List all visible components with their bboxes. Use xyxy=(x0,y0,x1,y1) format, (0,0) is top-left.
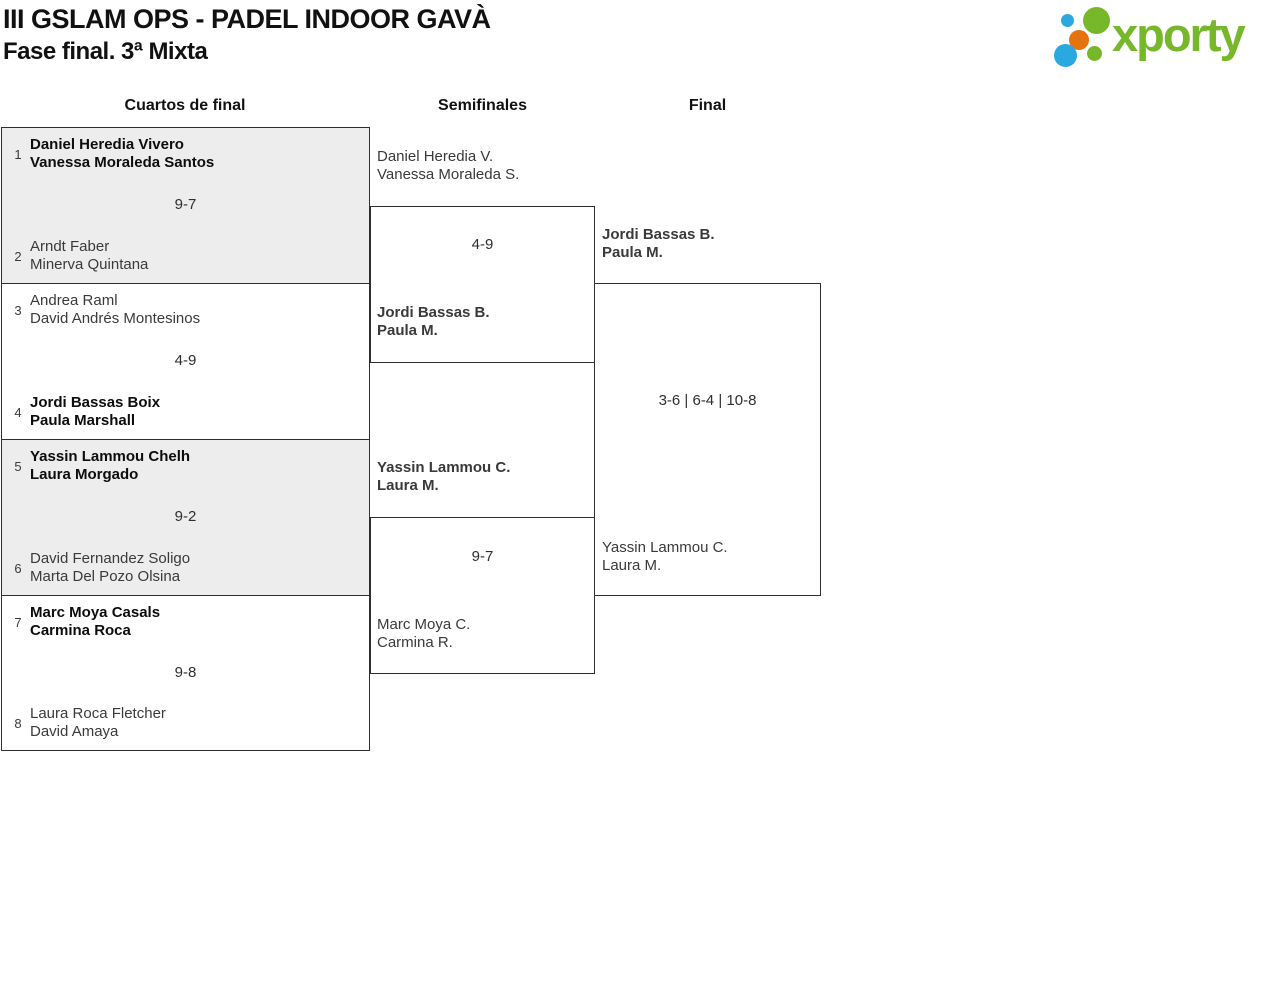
page-title: III GSLAM OPS - PADEL INDOOR GAVÀ xyxy=(3,4,491,34)
sf2-team-b: Marc Moya C. Carmina R. xyxy=(377,616,470,652)
player-name: Andrea Raml xyxy=(30,292,118,309)
sf1-team-b: Jordi Bassas B. Paula M. xyxy=(377,304,490,340)
player-name: Jordi Bassas B. xyxy=(377,304,490,321)
seed-number: 6 xyxy=(14,560,22,576)
seed-number: 8 xyxy=(14,715,22,731)
blue-dot-small-icon xyxy=(1061,14,1074,27)
player-name: Laura Roca Fletcher xyxy=(30,705,166,722)
seed-number: 4 xyxy=(14,404,22,420)
qf-match-1: 1 Daniel Heredia Vivero Vanessa Moraleda… xyxy=(1,127,370,284)
player-name: Jordi Bassas B. xyxy=(602,226,715,243)
team-row: 7 Marc Moya Casals Carmina Roca xyxy=(2,604,369,640)
player-name: Carmina R. xyxy=(377,634,453,651)
seed-number: 2 xyxy=(14,248,22,264)
team-pair: Arndt Faber Minerva Quintana xyxy=(30,238,148,274)
green-dot-large-icon xyxy=(1083,7,1110,34)
team-pair: Jordi Bassas Boix Paula Marshall xyxy=(30,394,160,430)
player-name: Jordi Bassas Boix xyxy=(30,394,161,411)
final-team-b: Yassin Lammou C. Laura M. xyxy=(602,539,728,575)
match-score: 4-9 xyxy=(174,352,197,369)
seed-number: 7 xyxy=(14,614,22,630)
final-score: 3-6 | 6-4 | 10-8 xyxy=(658,392,757,409)
column-header-final: Final xyxy=(688,97,727,114)
green-dot-small-icon xyxy=(1087,46,1102,61)
seed-number: 5 xyxy=(14,458,22,474)
brand-wordmark: xporty xyxy=(1112,8,1246,61)
player-name: Paula Marshall xyxy=(30,412,136,429)
final-team-a: Jordi Bassas B. Paula M. xyxy=(602,226,715,262)
player-name: Daniel Heredia Vivero xyxy=(30,136,184,153)
page-subtitle: Fase final. 3ª Mixta xyxy=(3,38,208,65)
team-pair: Marc Moya Casals Carmina Roca xyxy=(30,604,160,640)
player-name: Vanessa Moraleda S. xyxy=(377,166,520,183)
player-name: David Amaya xyxy=(30,723,119,740)
column-header-semifinals: Semifinales xyxy=(438,97,527,114)
player-name: Laura Morgado xyxy=(30,466,139,483)
player-name: Marc Moya Casals xyxy=(30,604,161,621)
team-row: 1 Daniel Heredia Vivero Vanessa Moraleda… xyxy=(2,136,369,172)
player-name: Paula M. xyxy=(377,322,438,339)
match-score: 9-7 xyxy=(174,196,197,213)
seed-number: 3 xyxy=(14,302,22,318)
player-name: Minerva Quintana xyxy=(30,256,149,273)
team-row: 5 Yassin Lammou Chelh Laura Morgado xyxy=(2,448,369,484)
team-pair: Andrea Raml David Andrés Montesinos xyxy=(30,292,200,328)
player-name: Marta Del Pozo Olsina xyxy=(30,568,181,585)
player-name: Yassin Lammou C. xyxy=(377,459,511,476)
blue-dot-large-icon xyxy=(1054,44,1077,67)
qf-match-3: 5 Yassin Lammou Chelh Laura Morgado 9-2 … xyxy=(1,439,370,596)
player-name: Laura M. xyxy=(377,477,439,494)
player-name: Marc Moya C. xyxy=(377,616,471,633)
player-name: Daniel Heredia V. xyxy=(377,148,494,165)
team-row: 3 Andrea Raml David Andrés Montesinos xyxy=(2,292,369,328)
orange-dot-icon xyxy=(1069,30,1089,50)
final-match-box xyxy=(594,283,821,596)
team-pair: Yassin Lammou Chelh Laura Morgado xyxy=(30,448,190,484)
team-row: 8 Laura Roca Fletcher David Amaya xyxy=(2,705,369,741)
seed-number: 1 xyxy=(14,146,22,162)
team-pair: Laura Roca Fletcher David Amaya xyxy=(30,705,166,741)
team-row: 6 David Fernandez Soligo Marta Del Pozo … xyxy=(2,550,369,586)
player-name: Laura M. xyxy=(602,557,662,574)
team-row: 4 Jordi Bassas Boix Paula Marshall xyxy=(2,394,369,430)
player-name: Paula M. xyxy=(602,244,663,261)
qf-match-4: 7 Marc Moya Casals Carmina Roca 9-8 8 La… xyxy=(1,595,370,751)
xporty-logo: xporty xyxy=(1048,0,1280,75)
match-score: 9-8 xyxy=(174,663,197,681)
match-score: 9-2 xyxy=(174,508,197,525)
player-name: David Fernandez Soligo xyxy=(30,550,191,567)
sf2-score: 9-7 xyxy=(471,548,494,565)
sf1-team-a: Daniel Heredia V. Vanessa Moraleda S. xyxy=(377,148,519,184)
team-pair: Daniel Heredia Vivero Vanessa Moraleda S… xyxy=(30,136,214,172)
team-row: 2 Arndt Faber Minerva Quintana xyxy=(2,238,369,274)
player-name: Yassin Lammou Chelh xyxy=(30,448,191,465)
player-name: Arndt Faber xyxy=(30,238,110,255)
player-name: Carmina Roca xyxy=(30,622,131,639)
player-name: Vanessa Moraleda Santos xyxy=(30,154,215,171)
column-header-quarterfinals: Cuartos de final xyxy=(124,97,246,114)
sf1-score: 4-9 xyxy=(471,236,494,253)
sf2-team-a: Yassin Lammou C. Laura M. xyxy=(377,459,510,495)
qf-match-2: 3 Andrea Raml David Andrés Montesinos 4-… xyxy=(1,283,370,440)
team-pair: David Fernandez Soligo Marta Del Pozo Ol… xyxy=(30,550,190,586)
player-name: Yassin Lammou C. xyxy=(602,539,728,556)
player-name: David Andrés Montesinos xyxy=(30,310,201,327)
